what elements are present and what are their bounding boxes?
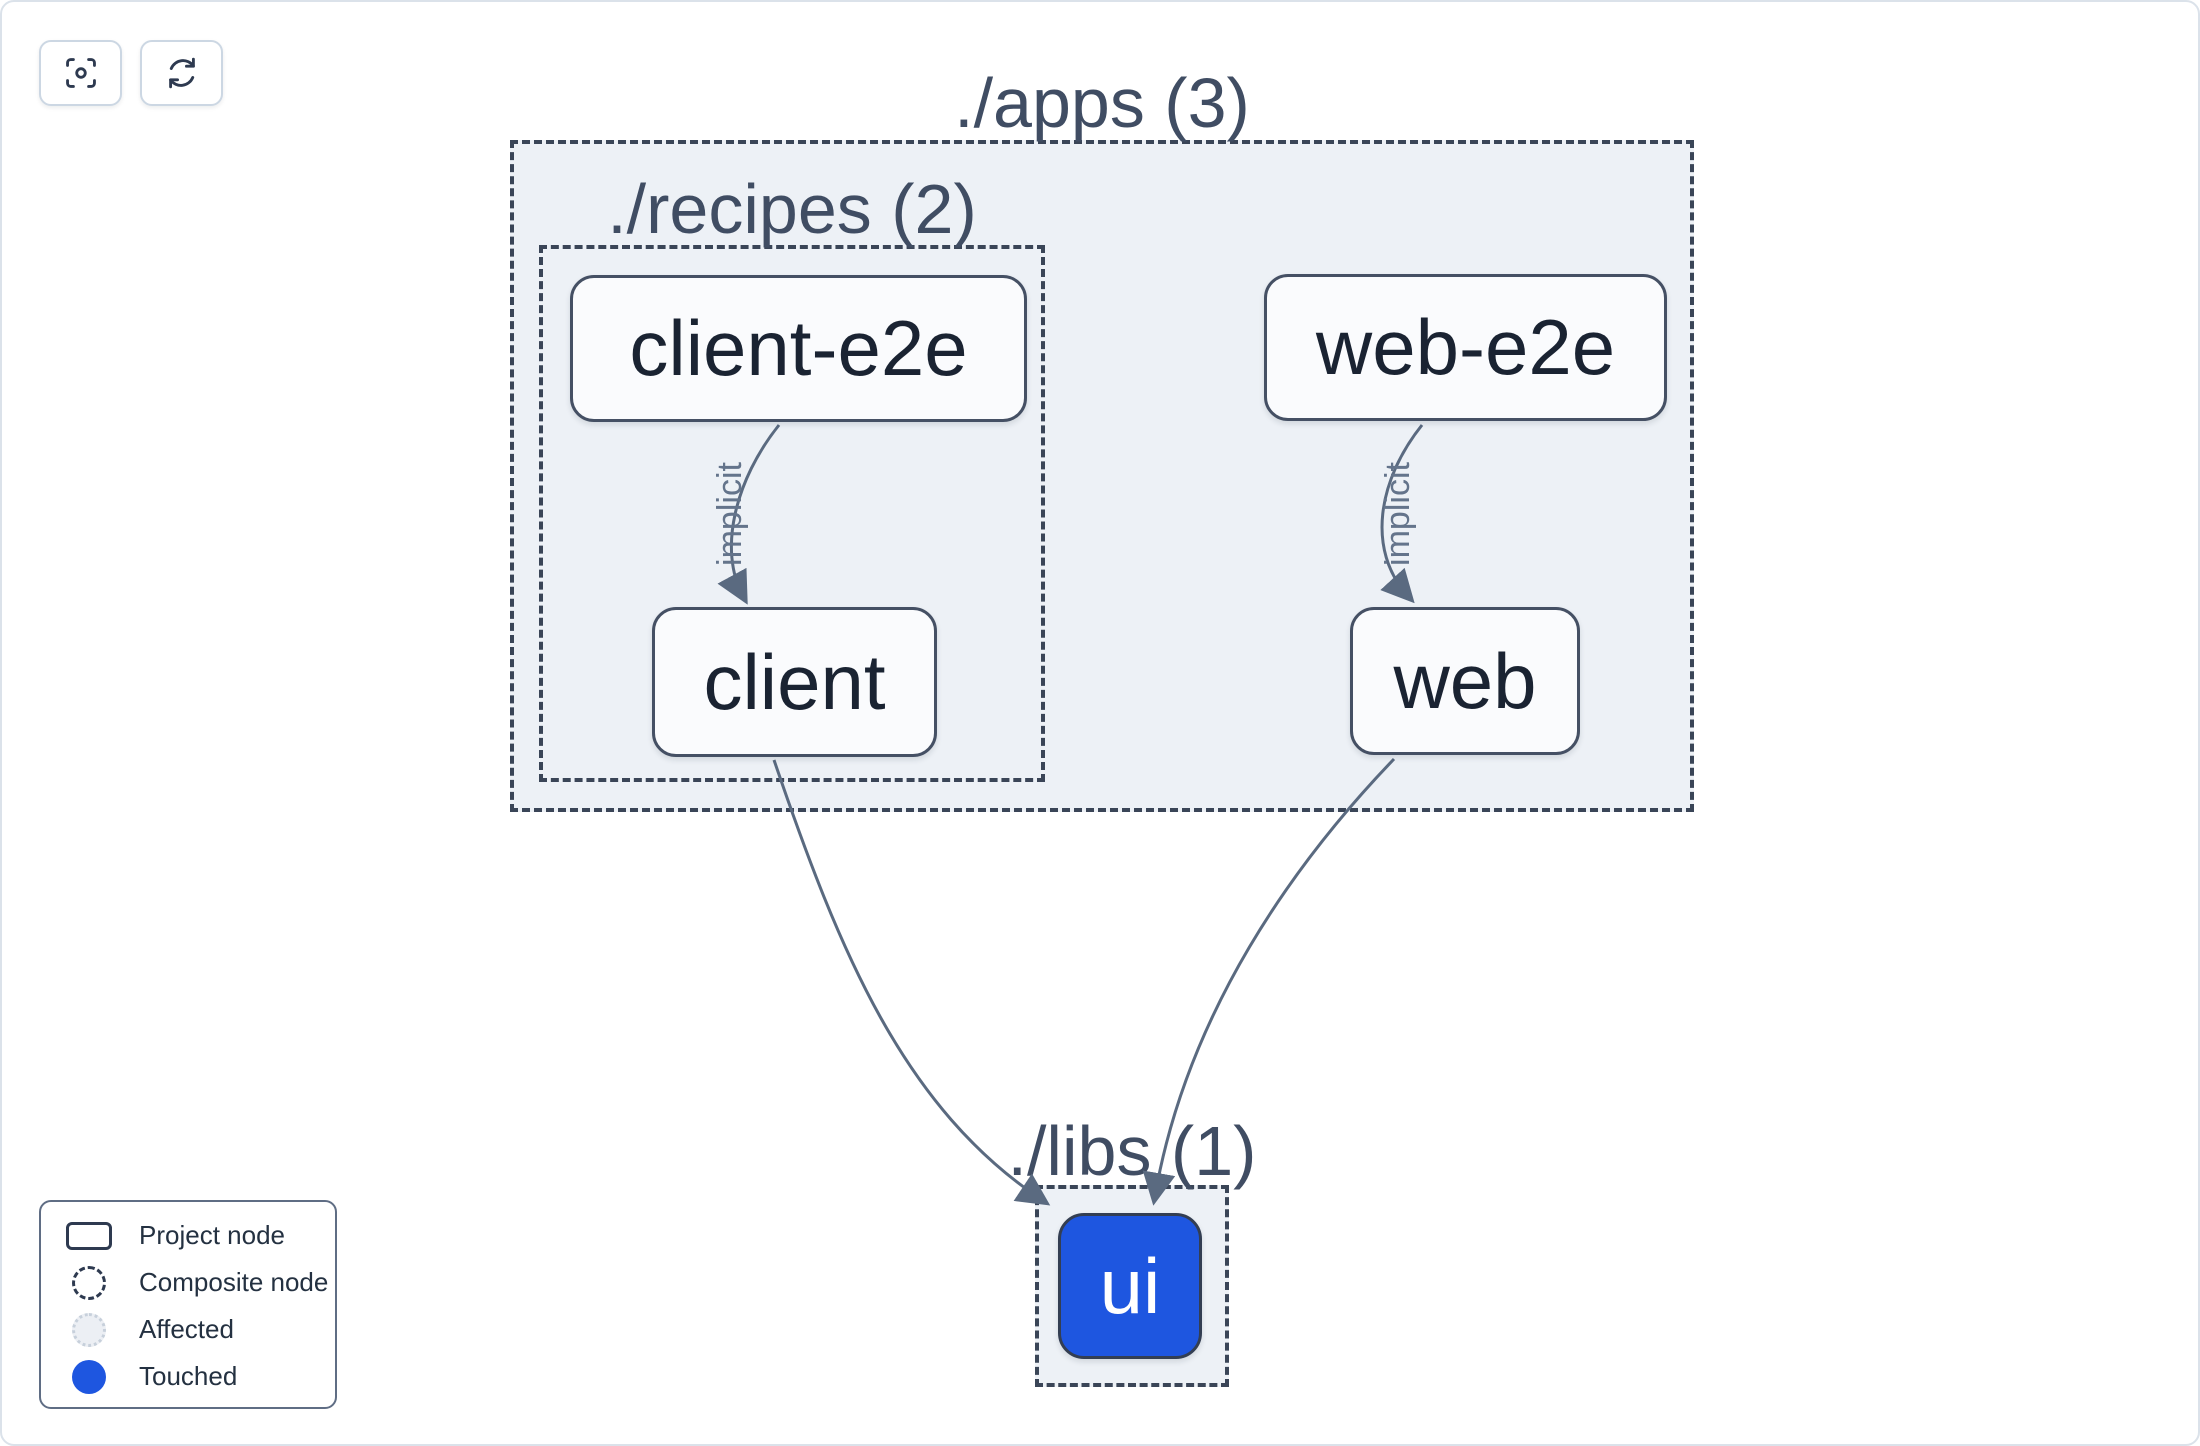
legend-item-affected: Affected <box>65 1306 335 1353</box>
legend-label: Touched <box>139 1361 238 1391</box>
composite-label-recipes: ./recipes (2) <box>607 170 977 248</box>
composite-node-swatch-icon <box>72 1265 106 1300</box>
project-node-web[interactable]: web <box>1350 607 1580 755</box>
legend-label: Affected <box>139 1314 234 1344</box>
edge-label-implicit-client: implicit <box>710 462 749 566</box>
project-node-ui[interactable]: ui <box>1058 1213 1202 1359</box>
legend-label: Project node <box>139 1220 285 1250</box>
focus-button[interactable] <box>39 40 122 106</box>
touched-swatch-icon <box>72 1359 106 1394</box>
legend-panel: Project node Composite node Affected Tou… <box>39 1200 337 1409</box>
legend-label: Composite node <box>139 1267 329 1297</box>
legend-item-touched: Touched <box>65 1353 335 1400</box>
edge-label-implicit-web: implicit <box>1378 462 1417 566</box>
node-label: web-e2e <box>1315 303 1616 391</box>
edge-web-e2e-to-web[interactable] <box>1380 424 1424 604</box>
edge-web-to-ui[interactable] <box>1142 757 1396 1206</box>
legend-item-project-node: Project node <box>65 1212 335 1259</box>
refresh-button[interactable] <box>140 40 223 106</box>
node-label: client <box>703 637 886 726</box>
project-node-web-e2e[interactable]: web-e2e <box>1264 274 1667 421</box>
legend-item-composite-node: Composite node <box>65 1259 335 1306</box>
edge-client-to-ui[interactable] <box>772 759 1051 1206</box>
project-node-client[interactable]: client <box>652 607 937 757</box>
affected-swatch-icon <box>72 1312 106 1347</box>
project-node-client-e2e[interactable]: client-e2e <box>570 275 1027 422</box>
project-node-swatch-icon <box>66 1221 112 1250</box>
refresh-icon <box>168 57 195 89</box>
node-label: ui <box>1099 1241 1161 1330</box>
node-label: client-e2e <box>629 304 968 392</box>
edge-client-e2e-to-client[interactable] <box>717 424 781 605</box>
viewfinder-icon <box>65 58 96 88</box>
composite-label-apps: ./apps (3) <box>954 64 1250 142</box>
node-label: web <box>1393 636 1537 725</box>
